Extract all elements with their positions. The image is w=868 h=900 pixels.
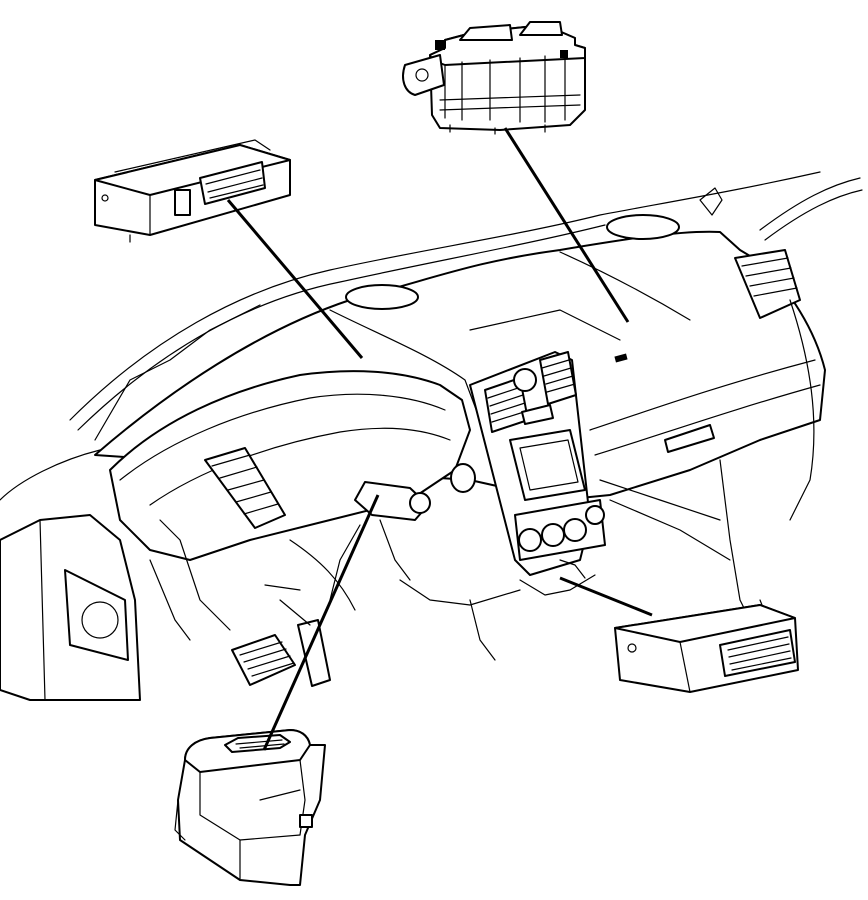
bottom-left-module	[174, 729, 326, 886]
brake-pedal	[231, 634, 296, 686]
connector-port	[719, 629, 796, 677]
leader-line-lower-right	[559, 576, 653, 617]
steering-column	[354, 481, 429, 521]
lower-right-module	[614, 599, 799, 693]
leader-line-top-right	[503, 127, 630, 323]
speaker-grille-right	[606, 214, 680, 240]
upper-left-module	[94, 139, 291, 243]
leader-line-upper-left	[226, 199, 364, 359]
accelerator-pedal	[297, 619, 331, 687]
top-right-module	[402, 21, 586, 135]
dashboard-assembly	[0, 171, 863, 701]
speaker-grille-left	[345, 284, 419, 310]
right-air-vent	[734, 249, 801, 319]
leader-lines	[226, 127, 653, 751]
glovebox-handle	[664, 424, 715, 453]
mounting-tab	[402, 54, 445, 96]
leader-line-bottom-left	[262, 494, 380, 751]
